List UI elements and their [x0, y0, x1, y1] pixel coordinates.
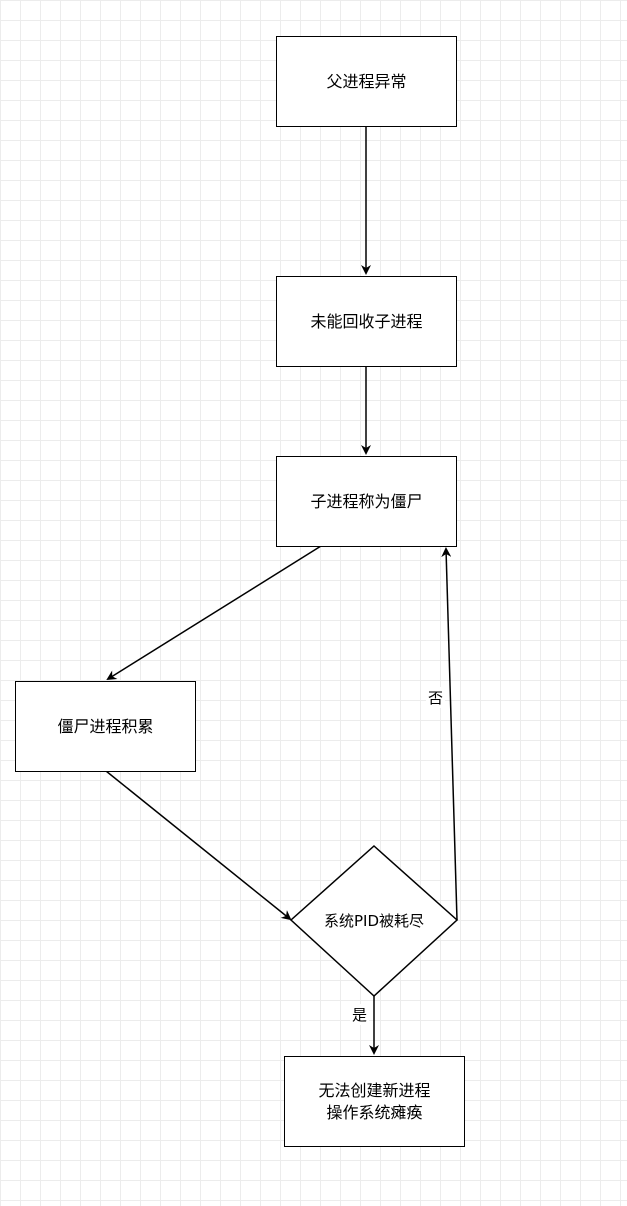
node-parent-abnormal-label: 父进程异常 [326, 71, 407, 91]
node-zombies-accumulate-label: 僵尸进程积累 [57, 716, 154, 736]
node-became-zombie-label: 子进程称为僵尸 [310, 491, 423, 511]
node-not-reaped-label: 未能回收子进程 [310, 311, 423, 331]
node-became-zombie: 子进程称为僵尸 [276, 456, 457, 547]
edge-decision-no-to-zombie [441, 547, 458, 921]
node-pid-exhausted: 系统PID被耗尽 [291, 896, 457, 944]
node-final-result: 无法创建新进程 操作系统瘫痪 [284, 1056, 465, 1147]
node-zombies-accumulate: 僵尸进程积累 [15, 681, 196, 772]
node-final-result-label: 无法创建新进程 操作系统瘫痪 [318, 1080, 431, 1122]
edge-label-no: 否 [426, 687, 446, 708]
node-parent-abnormal: 父进程异常 [276, 36, 457, 127]
edge-accumulate-to-decision [105, 770, 292, 921]
edge-zombie-to-accumulate [106, 545, 322, 681]
node-not-reaped: 未能回收子进程 [276, 276, 457, 367]
edge-label-yes: 是 [350, 1004, 370, 1025]
node-pid-exhausted-label: 系统PID被耗尽 [323, 911, 425, 930]
